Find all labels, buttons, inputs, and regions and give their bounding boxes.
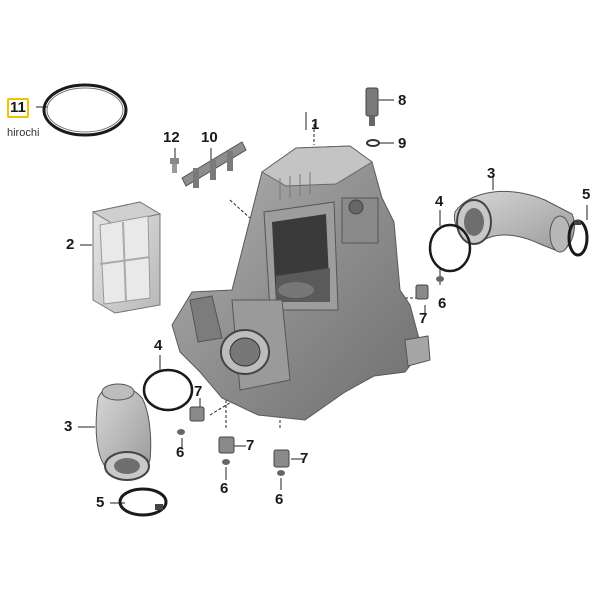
callout-2[interactable]: 2 [66, 236, 75, 253]
callout-5-upper[interactable]: 5 [582, 186, 591, 203]
callout-6-right[interactable]: 6 [438, 295, 447, 312]
screw-part-6-right-lower [277, 470, 285, 476]
intake-duct-part-3-lower [95, 383, 152, 481]
callout-6-center[interactable]: 6 [220, 480, 229, 497]
screw-part-6-center [222, 459, 230, 465]
screw-part-6-right [436, 276, 444, 282]
callout-7-left[interactable]: 7 [194, 383, 203, 400]
housing-part-1 [171, 145, 431, 421]
grommet-part-7-center [218, 436, 235, 454]
callout-9[interactable]: 9 [398, 135, 407, 152]
bracket-part-10 [181, 141, 247, 188]
callout-1[interactable]: 1 [311, 116, 320, 133]
intake-duct-part-3-upper [453, 190, 575, 253]
seal-part-9 [366, 139, 380, 147]
hose-clamp-part-5-lower [118, 487, 168, 517]
callout-3-upper[interactable]: 3 [487, 165, 496, 182]
callout-12[interactable]: 12 [163, 129, 180, 146]
grommet-part-7-right [415, 284, 429, 300]
grommet-part-7-left [189, 406, 205, 422]
callout-7-right[interactable]: 7 [419, 310, 428, 327]
callout-10[interactable]: 10 [201, 129, 218, 146]
callout-6-left[interactable]: 6 [176, 444, 185, 461]
callout-11-highlighted[interactable]: 11 [7, 98, 29, 118]
watermark-text: hirochi [7, 127, 40, 139]
filter-element-part-2 [91, 201, 162, 314]
screw-part-12 [170, 158, 179, 173]
callout-3-lower[interactable]: 3 [64, 418, 73, 435]
callout-7-right-lower[interactable]: 7 [300, 450, 309, 467]
callout-4-upper[interactable]: 4 [435, 193, 444, 210]
screw-part-6-left [177, 429, 185, 435]
callout-4-lower[interactable]: 4 [154, 337, 163, 354]
callout-7-center[interactable]: 7 [246, 437, 255, 454]
seal-ring-part-4-upper [428, 223, 472, 273]
seal-ring-part-4-lower [142, 368, 194, 412]
grommet-part-7-right-lower [273, 449, 290, 468]
o-ring-part-11 [42, 83, 128, 137]
sensor-part-8 [365, 87, 379, 126]
callout-8[interactable]: 8 [398, 92, 407, 109]
callout-6-right-lower[interactable]: 6 [275, 491, 284, 508]
callout-5-lower[interactable]: 5 [96, 494, 105, 511]
hose-clamp-part-5-upper [567, 219, 589, 257]
